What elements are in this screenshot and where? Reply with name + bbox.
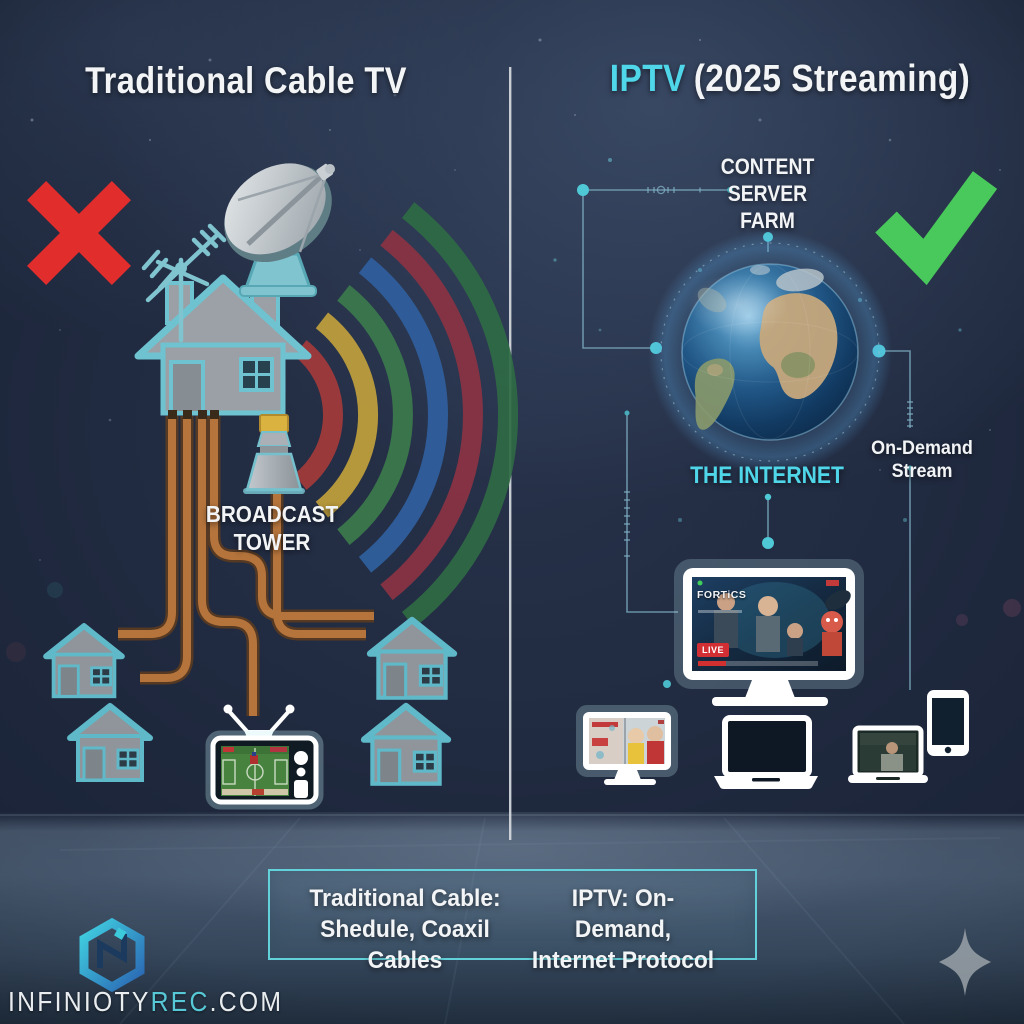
left-panel-title: Traditional Cable TV <box>85 60 407 101</box>
title-iptv-highlight: IPTV <box>609 58 686 100</box>
brand-part-white1: INFINIOTY <box>8 986 151 1017</box>
sparkle-icon <box>939 928 991 996</box>
on-demand-stream-label: On-Demand Stream <box>871 437 973 482</box>
crt-tv-icon <box>205 704 324 810</box>
summary-iptv-text: IPTV: On-Demand, Internet Protocol <box>531 885 715 975</box>
internet-label: THE INTERNET <box>690 462 844 489</box>
headend-house <box>134 274 312 419</box>
tv-antenna-icon <box>141 223 227 343</box>
summary-cable-text: Traditional Cable: Shedule, Coaxil Cable… <box>309 885 501 975</box>
monitor-app-title: FORTiCS <box>697 589 747 601</box>
subscriber-house <box>360 702 452 786</box>
coax-cables <box>118 416 374 716</box>
subscriber-house <box>366 616 458 700</box>
check-icon <box>875 171 998 286</box>
summary-box <box>268 869 757 960</box>
device-row <box>576 690 969 789</box>
brand-part-white2: .COM <box>209 986 284 1017</box>
floor-seams <box>59 817 1001 1024</box>
subscriber-house <box>43 623 125 699</box>
subscriber-house <box>67 703 153 782</box>
tv-icon <box>576 705 678 785</box>
laptop-small-icon <box>848 725 928 783</box>
content-server-farm-label: CONTENT SERVER FARM <box>720 154 815 233</box>
brand-part-teal: REC <box>150 986 210 1017</box>
phone-icon <box>927 690 969 756</box>
broadcast-tower-icon <box>243 414 305 494</box>
floor-edge-line <box>0 814 1024 816</box>
broadcast-tower-label: BROADCAST TOWER <box>205 501 339 556</box>
globe-orbit-ring <box>660 242 880 462</box>
brand-wordmark: INFINIOTYREC.COM <box>8 986 283 1018</box>
globe-icon <box>648 230 892 474</box>
circuit-lines <box>582 185 913 690</box>
monitor-icon <box>674 559 864 706</box>
bokeh-spots <box>6 582 1021 662</box>
x-mark-icon <box>27 181 131 285</box>
right-panel-title: IPTV(2025 Streaming) <box>588 58 993 101</box>
floor <box>0 812 1024 1024</box>
satellite-dish-icon <box>224 163 335 297</box>
laptop-icon <box>714 715 818 789</box>
subscriber-houses <box>43 616 458 786</box>
brand-logo <box>79 917 145 993</box>
star-particles <box>6 38 1021 662</box>
signal-arcs-icon <box>293 202 519 628</box>
title-streaming-rest: (2025 Streaming) <box>693 58 971 100</box>
live-badge: LIVE <box>697 643 729 657</box>
